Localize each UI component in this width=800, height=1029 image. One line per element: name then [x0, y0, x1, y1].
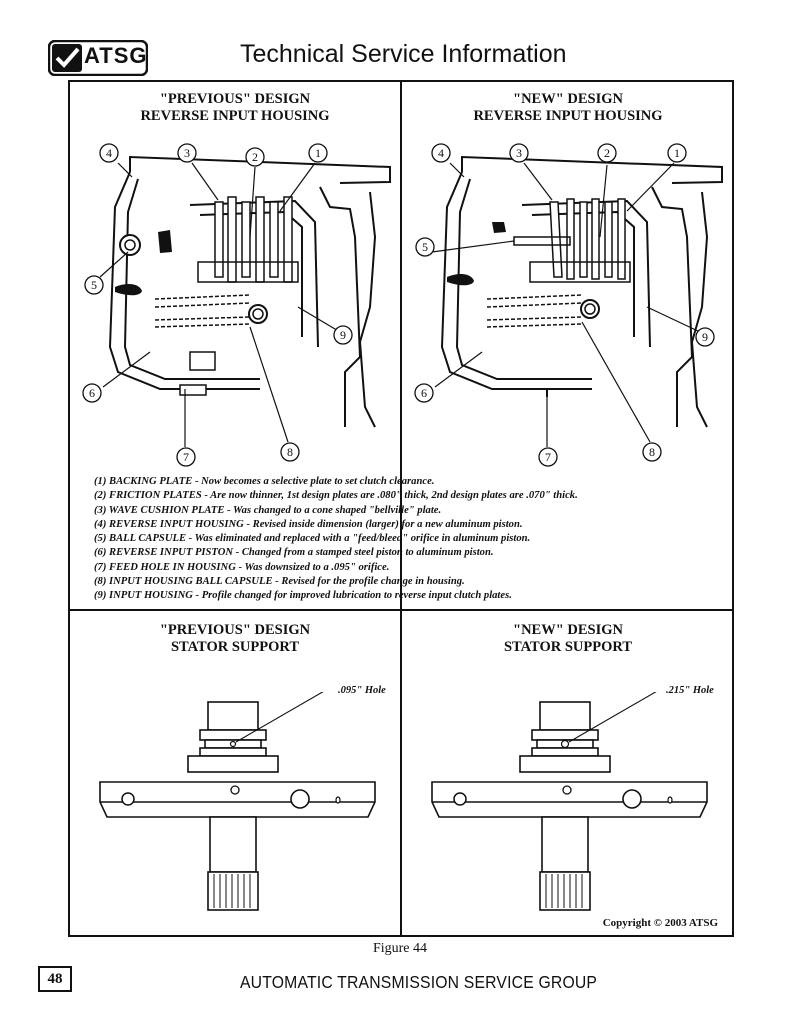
bottom-divider-vertical: [400, 609, 402, 937]
callout-2: 2: [252, 150, 258, 164]
page-title: Technical Service Information: [240, 40, 567, 68]
footer-text: AUTOMATIC TRANSMISSION SERVICE GROUP: [240, 972, 598, 992]
callout-6: 6: [89, 386, 95, 400]
note-8: (8) INPUT HOUSING BALL CAPSULE - Revised…: [94, 576, 465, 588]
callout-3: 3: [184, 146, 190, 160]
note-3: (3) WAVE CUSHION PLATE - Was changed to …: [94, 504, 442, 516]
callout-1: 1: [674, 146, 680, 160]
callout-5: 5: [422, 240, 428, 254]
callout-6: 6: [421, 386, 427, 400]
figure-frame: "PREVIOUS" DESIGN REVERSE INPUT HOUSING …: [68, 80, 734, 937]
callout-4: 4: [438, 146, 444, 160]
callout-9: 9: [340, 328, 346, 342]
previous-hole-label: .095" Hole: [338, 685, 386, 696]
note-1: (1) BACKING PLATE - Now becomes a select…: [94, 476, 435, 487]
callout-3: 3: [516, 146, 522, 160]
previous-stator-drawing: [99, 692, 376, 911]
callout-1: 1: [315, 146, 321, 160]
callout-7: 7: [545, 450, 551, 464]
change-notes: (1) BACKING PLATE - Now becomes a select…: [94, 475, 714, 604]
callout-7: 7: [183, 450, 189, 464]
new-stator-drawing: [431, 692, 708, 911]
logo-text: ATSG: [84, 43, 148, 68]
new-housing-drawing: 4 3 2 1 5 9 6 7 8: [414, 143, 723, 467]
callout-8: 8: [649, 445, 655, 459]
note-6: (6) REVERSE INPUT PISTON - Changed from …: [94, 547, 494, 559]
previous-housing-title: "PREVIOUS" DESIGN REVERSE INPUT HOUSING: [140, 91, 330, 124]
atsg-logo: ATSG: [47, 39, 149, 77]
logo-badge: [47, 39, 149, 77]
top-divider-vertical: [400, 82, 402, 609]
page-number: 48: [38, 966, 72, 992]
callout-9: 9: [702, 330, 708, 344]
callout-2: 2: [604, 146, 610, 160]
note-4: (4) REVERSE INPUT HOUSING - Revised insi…: [94, 518, 523, 530]
note-2: (2) FRICTION PLATES - Are now thinner, 1…: [94, 490, 578, 502]
callout-4: 4: [106, 146, 112, 160]
new-stator-title: "NEW" DESIGN STATOR SUPPORT: [503, 622, 632, 655]
previous-housing-drawing: 4 3 2 1 5 9 6 7 8: [82, 143, 391, 467]
new-hole-label: .215" Hole: [666, 685, 714, 696]
callout-8: 8: [287, 445, 293, 459]
note-5: (5) BALL CAPSULE - Was eliminated and re…: [94, 533, 531, 545]
new-housing-title: "NEW" DESIGN REVERSE INPUT HOUSING: [473, 91, 663, 124]
note-7: (7) FEED HOLE IN HOUSING - Was downsized…: [94, 561, 390, 573]
copyright: Copyright © 2003 ATSG: [602, 917, 718, 929]
figure-caption: Figure 44: [372, 941, 428, 956]
previous-stator-title: "PREVIOUS" DESIGN STATOR SUPPORT: [159, 622, 311, 655]
note-9: (9) INPUT HOUSING - Profile changed for …: [94, 590, 512, 602]
callout-5: 5: [91, 278, 97, 292]
